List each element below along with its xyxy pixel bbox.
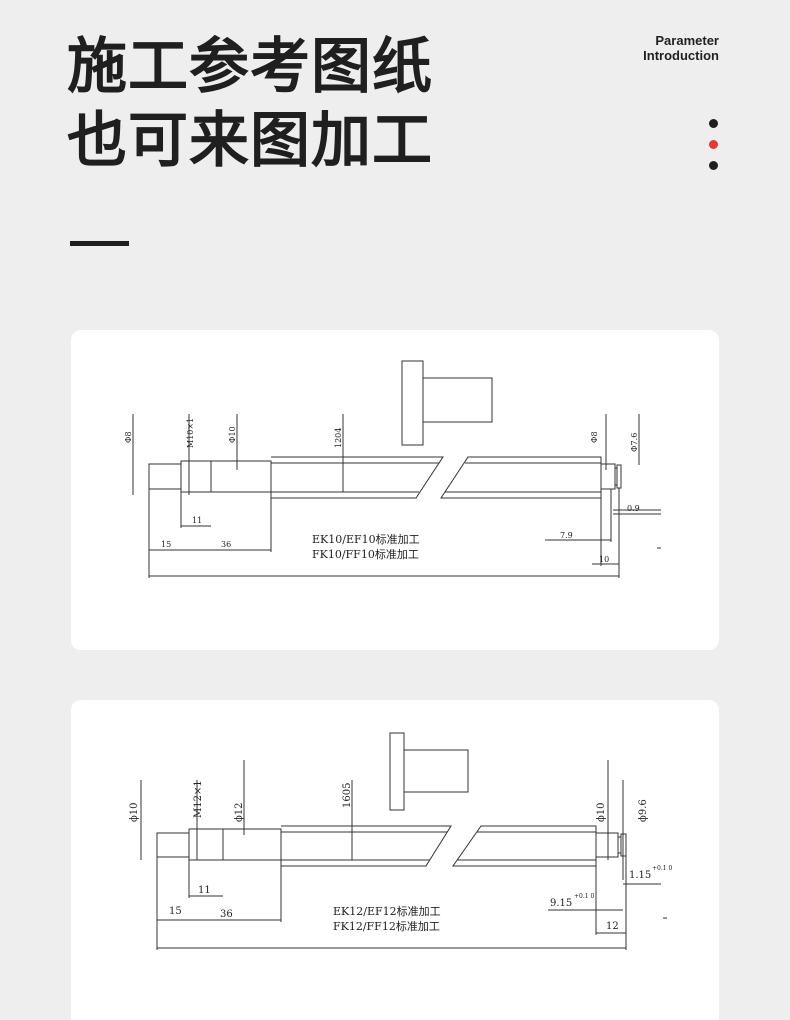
divider-dash — [70, 241, 129, 246]
dot-indicator — [709, 119, 719, 182]
dim-9-15: 9.15 — [550, 898, 572, 909]
drawing-card-2: ϕ10 M12×1 ϕ12 1605 ϕ10 ϕ9.6 11 15 36 1.1… — [71, 700, 719, 1020]
thread-label: M10×1 — [186, 418, 195, 448]
flange-body — [403, 749, 469, 793]
shaft-step — [210, 460, 272, 493]
length-label: 1605 — [342, 783, 353, 808]
dim-0-9: 0.9 — [627, 504, 640, 513]
technical-drawing-2: ϕ10 M12×1 ϕ12 1605 ϕ10 ϕ9.6 11 15 36 1.1… — [129, 732, 672, 950]
dim-15: 15 — [161, 540, 171, 549]
parameter-introduction: Parameter Introduction — [643, 33, 719, 63]
screw-body-left — [271, 456, 444, 499]
flange-plate — [401, 360, 424, 446]
shaft-step — [222, 828, 282, 861]
phi-right-label: ϕ10 — [596, 802, 607, 822]
dot-dark-bottom — [709, 161, 718, 170]
dim-12: 12 — [606, 921, 619, 932]
spec-label-line-1: EK12/EF12标准加工 — [333, 904, 441, 918]
phi-left-label: ϕ10 — [129, 802, 140, 822]
spec-label-line-2: FK10/FF10标准加工 — [312, 547, 419, 561]
dim-1-15-tolerance: +0.1 0 — [652, 865, 672, 872]
param-line-1: Parameter — [655, 33, 719, 48]
phi-end-label: Φ7.6 — [630, 433, 639, 452]
title-line-1: 施工参考图纸 — [67, 32, 433, 102]
shaft-thread — [180, 460, 212, 493]
screw-body-left — [281, 825, 452, 867]
shaft-thread — [188, 828, 224, 861]
dot-accent — [709, 140, 718, 149]
phi-end-label: ϕ9.6 — [638, 799, 649, 822]
dim-36: 36 — [220, 909, 233, 920]
phi-left-label: Φ8 — [124, 431, 133, 443]
dim-36: 36 — [221, 540, 231, 549]
dim-10: 10 — [599, 555, 609, 564]
shaft-journal-right — [595, 832, 619, 858]
phi-right-label: Φ8 — [590, 431, 599, 443]
dim-1-15: 1.15 — [629, 870, 651, 881]
shaft-journal-right — [600, 463, 616, 490]
dim-11: 11 — [198, 885, 211, 896]
thread-label: M12×1 — [193, 780, 204, 818]
technical-drawing-1: Φ8 M10×1 Φ10 1204 Φ8 Φ7.6 11 15 36 0.9 7… — [124, 360, 661, 578]
phi-mid-label: ϕ12 — [234, 802, 245, 822]
dim-7-9: 7.9 — [560, 531, 573, 540]
drawing-card-1: Φ8 M10×1 Φ10 1204 Φ8 Φ7.6 11 15 36 0.9 7… — [71, 330, 719, 650]
phi-mid-label: Φ10 — [228, 426, 237, 443]
dot-dark-top — [709, 119, 718, 128]
spec-label-line-1: EK10/EF10标准加工 — [312, 532, 420, 546]
spec-label-line-2: FK12/FF12标准加工 — [333, 919, 440, 933]
param-line-2: Introduction — [643, 48, 719, 63]
flange-plate — [389, 732, 405, 811]
dim-11: 11 — [192, 516, 202, 525]
title-line-2: 也可来图加工 — [67, 106, 433, 176]
shaft-journal-left — [156, 832, 190, 858]
shaft-journal-left — [148, 463, 182, 490]
flange-body — [422, 377, 493, 423]
dim-9-15-tolerance: +0.1 0 — [574, 893, 594, 900]
dim-15: 15 — [169, 906, 182, 917]
length-label: 1204 — [334, 428, 343, 448]
page-title: 施工参考图纸 也可来图加工 — [67, 30, 433, 178]
